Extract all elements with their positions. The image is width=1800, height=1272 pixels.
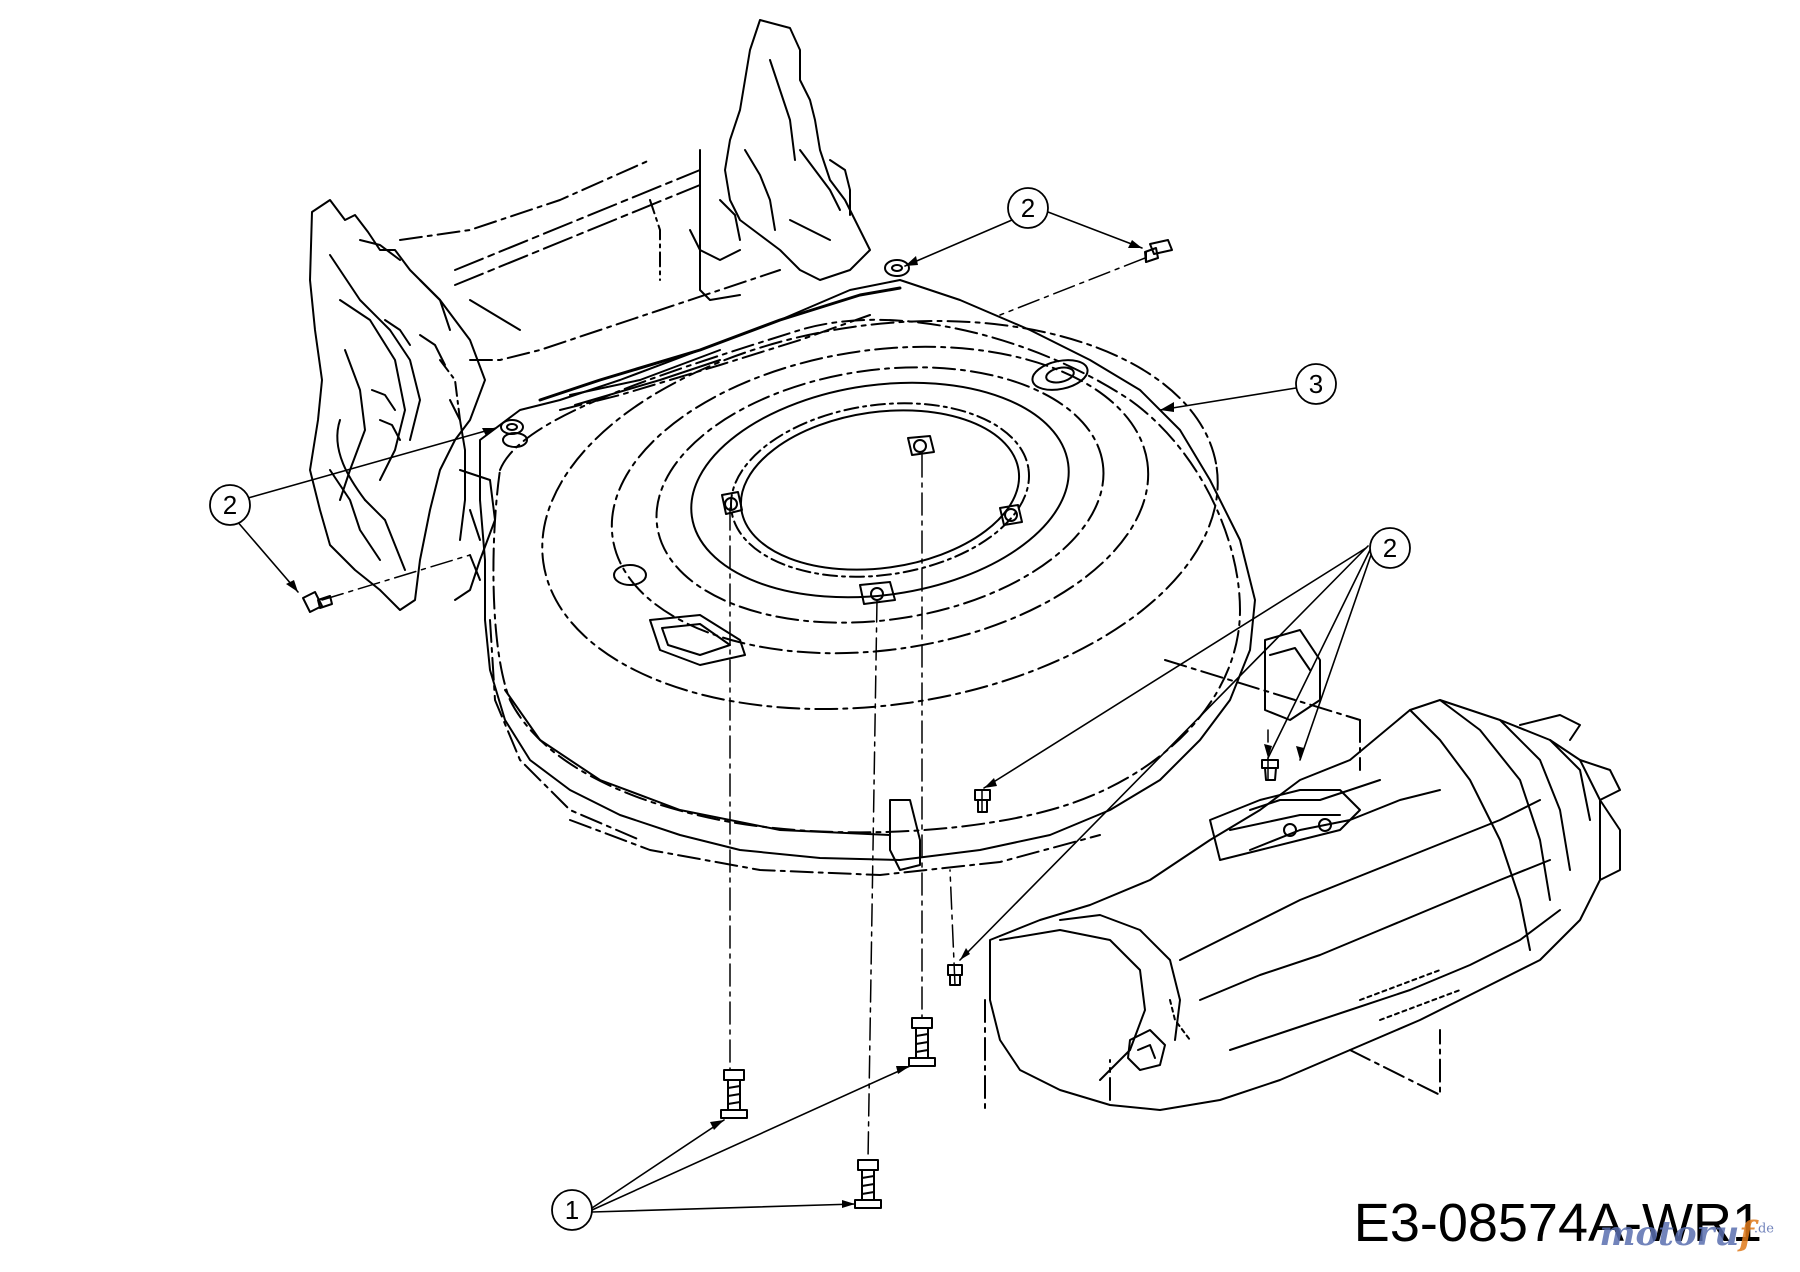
- callout-bubbles: [209, 187, 1411, 1231]
- callout-2-left-circle: [209, 484, 251, 526]
- leader-arrowheads: [286, 240, 1304, 1208]
- callout-2-top-circle: [1007, 187, 1049, 229]
- screw-left: [302, 591, 333, 613]
- screw-top-right: [1144, 239, 1173, 263]
- rear-handle-frame: [309, 19, 871, 611]
- callout-labels: 2 2 3 2 1: [223, 193, 1397, 1225]
- watermark-main: motoru: [1599, 1214, 1740, 1254]
- callout-3-label: 3: [1309, 369, 1323, 399]
- callout-1-label: 1: [565, 1195, 579, 1225]
- bolt-middle: [908, 1017, 936, 1067]
- screw-rear-a: [1261, 759, 1279, 781]
- mower-deck: [454, 259, 1321, 876]
- callout-2-left-label: 2: [223, 490, 237, 520]
- bolt-bottom: [854, 1159, 882, 1209]
- callout-2-right-label: 2: [1383, 533, 1397, 563]
- screw-front: [947, 964, 963, 986]
- drawing-code: E3-08574A-WR1: [1353, 1193, 1762, 1253]
- watermark-logo: motoruf.de: [1600, 1214, 1774, 1254]
- callout-1-circle: [551, 1189, 593, 1231]
- callout-2-top-label: 2: [1021, 193, 1035, 223]
- callout-2-right-circle: [1369, 527, 1411, 569]
- bolt-left: [720, 1069, 748, 1119]
- assembly-lines: [321, 257, 1269, 1161]
- rear-cover-assembly: [984, 659, 1621, 1111]
- screw-rear-b: [974, 789, 991, 813]
- watermark-accent: f: [1739, 1214, 1754, 1254]
- watermark-suffix: .de: [1753, 1221, 1774, 1237]
- callout-3-circle: [1295, 363, 1337, 405]
- leader-lines: [235, 211, 1373, 1213]
